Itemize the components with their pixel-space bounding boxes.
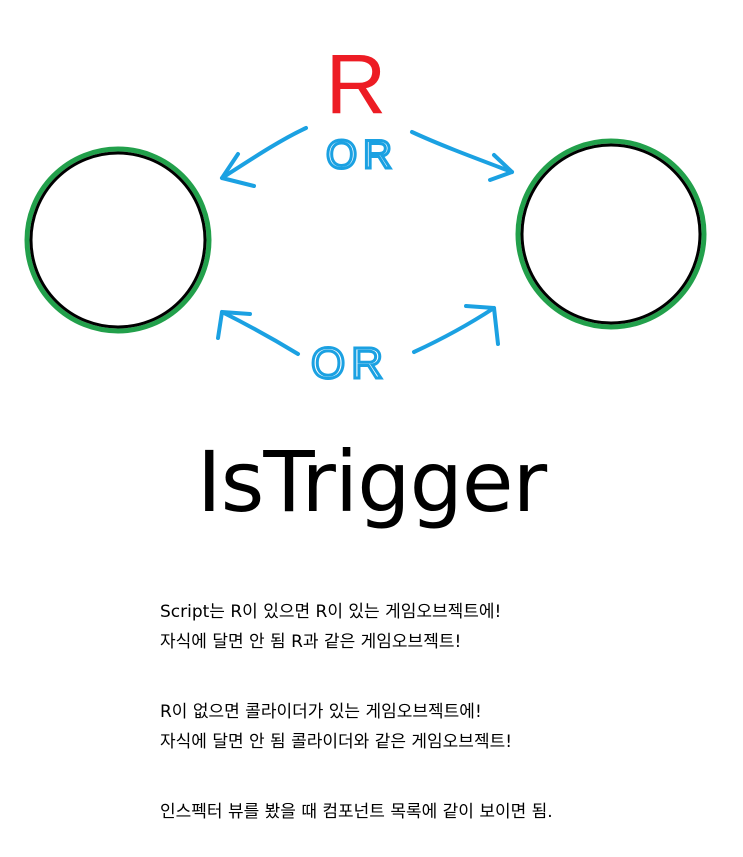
or-label-top: OR [326,133,398,177]
note-line: Script는 R이 있으면 R이 있는 게임오브젝트에! [160,602,502,622]
note-line: 자식에 달면 안 됨 콜라이더와 같은 게임오브젝트! [160,732,513,752]
arrow-bottom-right-icon [412,304,500,354]
arrow-top-left-icon [220,126,308,188]
left-circle [24,146,212,334]
note-line: 자식에 달면 안 됨 R과 같은 게임오브젝트! [160,632,462,652]
note-line: 인스펙터 뷰를 봤을 때 컴포넌트 목록에 같이 보이면 됨. [160,802,553,822]
page-title: IsTrigger [196,433,547,531]
notes-block: Script는 R이 있으면 R이 있는 게임오브젝트에! 자식에 달면 안 됨… [160,597,720,827]
arrow-bottom-left-icon [216,310,300,356]
right-circle [515,138,707,330]
r-label: R [326,37,387,131]
arrow-top-right-icon [410,130,514,182]
note-line: R이 없으면 콜라이더가 있는 게임오브젝트에! [160,702,482,722]
or-label-bottom: OR [311,339,389,388]
diagram-canvas: R OR OR [24,37,707,390]
